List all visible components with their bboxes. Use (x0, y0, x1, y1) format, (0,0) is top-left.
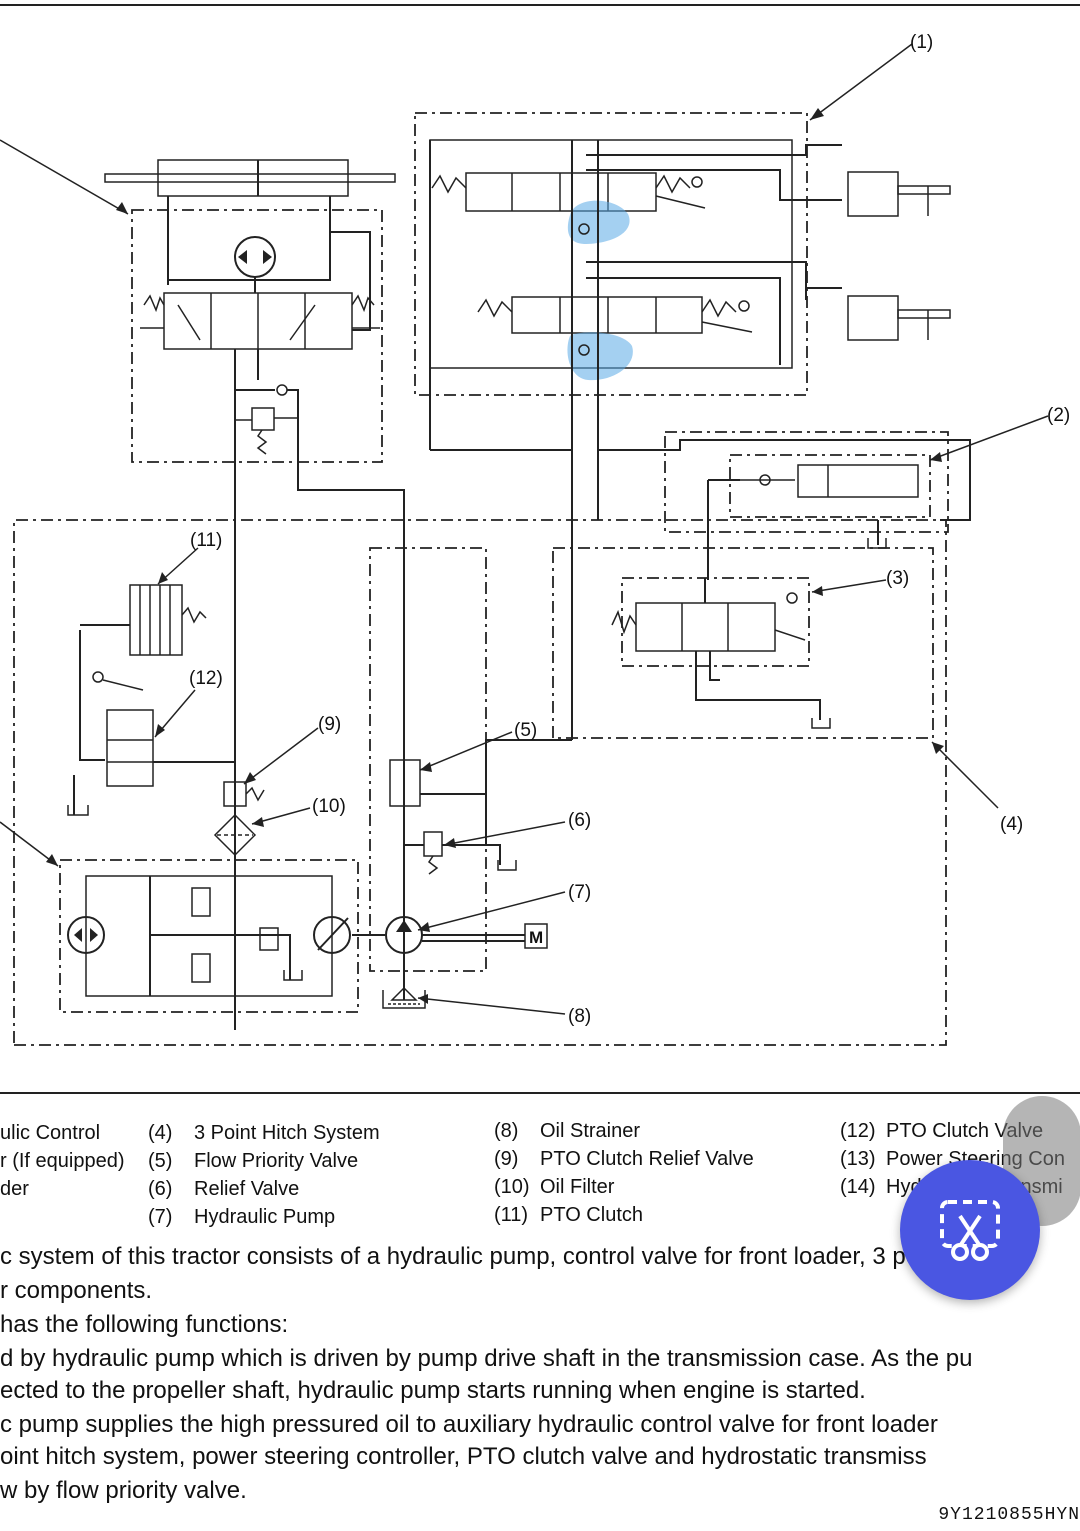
legend-item: (11)PTO Clutch (494, 1204, 643, 1226)
legend-item: (9)PTO Clutch Relief Valve (494, 1148, 754, 1170)
paragraph-line: oint hitch system, power steering contro… (0, 1443, 927, 1470)
legend-col1-item: der (0, 1178, 29, 1200)
paragraph-line: c pump supplies the high pressured oil t… (0, 1411, 938, 1438)
screenshot-button[interactable] (900, 1160, 1040, 1300)
legend-item: (4)3 Point Hitch System (148, 1122, 380, 1144)
legend-item: (10)Oil Filter (494, 1176, 615, 1198)
hitch-control-valve-boundary (131, 209, 383, 463)
highlight-mark (567, 332, 633, 381)
callout-9: (9) (318, 714, 341, 735)
legend-item: (7)Hydraulic Pump (148, 1206, 336, 1228)
legend-col1-item: r (If equipped) (0, 1150, 125, 1172)
callout-1: (1) (910, 32, 933, 53)
callout-2: (2) (1047, 405, 1070, 426)
paragraph-line: ected to the propeller shaft, hydraulic … (0, 1377, 866, 1404)
legend-item: (8)Oil Strainer (494, 1120, 641, 1142)
callout-5: (5) (514, 720, 537, 741)
document-code: 9Y1210855HYN (938, 1505, 1080, 1525)
callout-11: (11) (190, 530, 222, 551)
callout-12: (12) (189, 668, 223, 689)
paragraph-line: c system of this tractor consists of a h… (0, 1243, 920, 1270)
paragraph-line: d by hydraulic pump which is driven by p… (0, 1345, 973, 1372)
paragraph-line: has the following functions: (0, 1311, 289, 1338)
callout-8: (8) (568, 1006, 591, 1027)
callout-6: (6) (568, 810, 591, 831)
callout-4: (4) (1000, 814, 1023, 835)
front-loader-valve-boundary (414, 112, 808, 396)
callout-3: (3) (886, 568, 909, 589)
paragraph-line: w by flow priority valve. (0, 1477, 247, 1504)
paragraph-line: r components. (0, 1277, 153, 1304)
legend-item: (5)Flow Priority Valve (148, 1150, 359, 1172)
motor-label: M (529, 928, 543, 947)
hydraulic-circuit-diagram: (1) (2) (3) (4) (5) (6) (7) (8) (9) (10)… (0, 4, 1080, 1094)
hitch-system-boundary (13, 519, 947, 1046)
legend-col1-item: ulic Control (0, 1122, 101, 1144)
power-steering-boundary (664, 431, 949, 533)
callout-10: (10) (312, 796, 346, 817)
callout-7: (7) (568, 882, 591, 903)
legend-item: (6)Relief Valve (148, 1178, 300, 1200)
screenshot-scissors-icon (940, 1200, 1000, 1261)
